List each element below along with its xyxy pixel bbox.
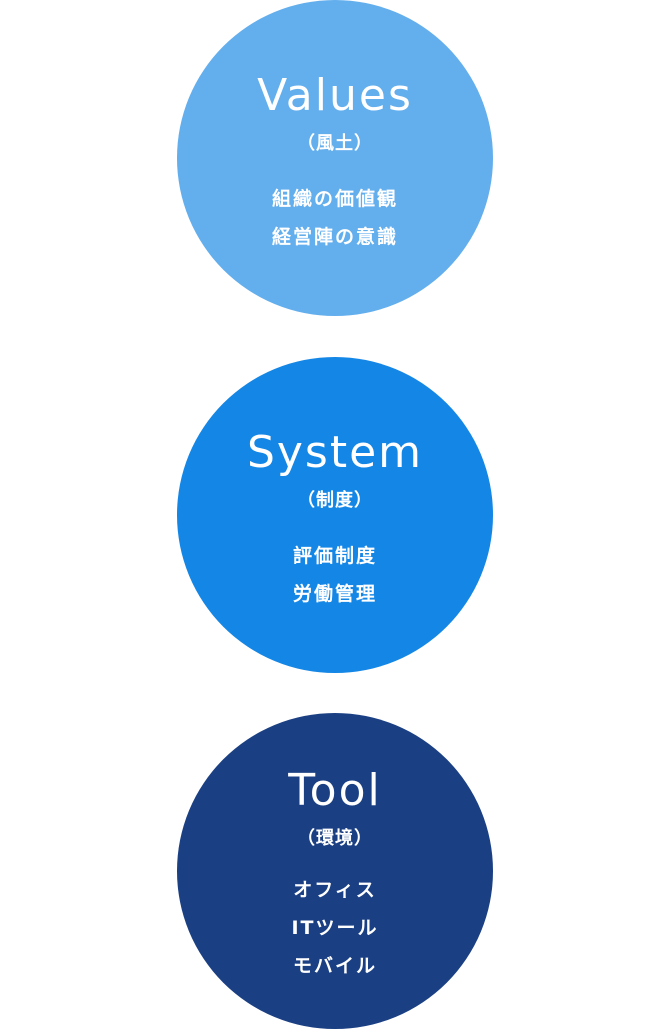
tool-line-1: オフィス	[293, 879, 377, 901]
values-line-1: 組織の価値観	[271, 188, 398, 210]
tool-line-3: モバイル	[292, 955, 377, 977]
tool-line-2: ITツール	[291, 917, 379, 939]
system-line-1: 評価制度	[292, 545, 377, 567]
tool-description: オフィス ITツール モバイル	[177, 871, 493, 985]
tool-title: Tool	[288, 765, 382, 816]
system-line-2: 労働管理	[292, 583, 377, 605]
tool-circle: Tool （環境） オフィス ITツール モバイル	[177, 713, 493, 1029]
system-title: System	[246, 427, 424, 478]
system-subtitle: （制度）	[297, 490, 373, 511]
system-description: 評価制度 労働管理	[177, 537, 493, 613]
values-line-2: 経営陣の意識	[271, 226, 398, 248]
system-circle: System （制度） 評価制度 労働管理	[177, 357, 493, 673]
values-circle: Values （風土） 組織の価値観 経営陣の意識	[177, 0, 493, 316]
values-title: Values	[257, 70, 413, 121]
values-subtitle: （風土）	[297, 133, 373, 154]
values-description: 組織の価値観 経営陣の意識	[177, 180, 493, 256]
tool-subtitle: （環境）	[297, 828, 373, 849]
